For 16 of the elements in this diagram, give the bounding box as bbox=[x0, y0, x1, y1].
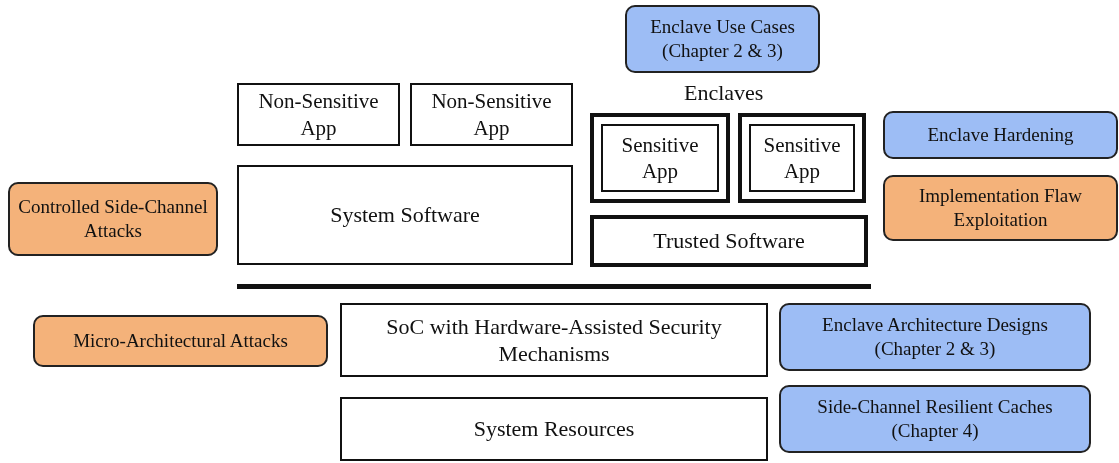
app-box: Non-Sensitive App bbox=[410, 83, 573, 146]
attack-box: Implementation Flaw Exploitation bbox=[883, 175, 1118, 241]
attack-box: Controlled Side-Channel Attacks bbox=[8, 182, 218, 256]
software-layer-box: System Software bbox=[237, 165, 573, 265]
enclave-app-box: Sensitive App bbox=[590, 113, 730, 203]
use-case-box: Enclave Use Cases (Chapter 2 & 3) bbox=[625, 5, 820, 73]
hardening-box: Enclave Hardening bbox=[883, 111, 1118, 159]
attack-box: Micro-Architectural Attacks bbox=[33, 315, 328, 367]
trusted-software-box: Trusted Software bbox=[590, 215, 868, 267]
group-heading: Enclaves bbox=[684, 80, 764, 106]
app-box: Non-Sensitive App bbox=[237, 83, 400, 146]
hardware-layer-box: SoC with Hardware-Assisted Security Mechanisms bbox=[340, 303, 768, 377]
enclave-app-box: Sensitive App bbox=[738, 113, 866, 203]
design-box: Side-Channel Resilient Caches (Chapter 4) bbox=[779, 385, 1091, 453]
design-box: Enclave Architecture Designs (Chapter 2 & 3) bbox=[779, 303, 1091, 371]
resources-layer-box: System Resources bbox=[340, 397, 768, 461]
